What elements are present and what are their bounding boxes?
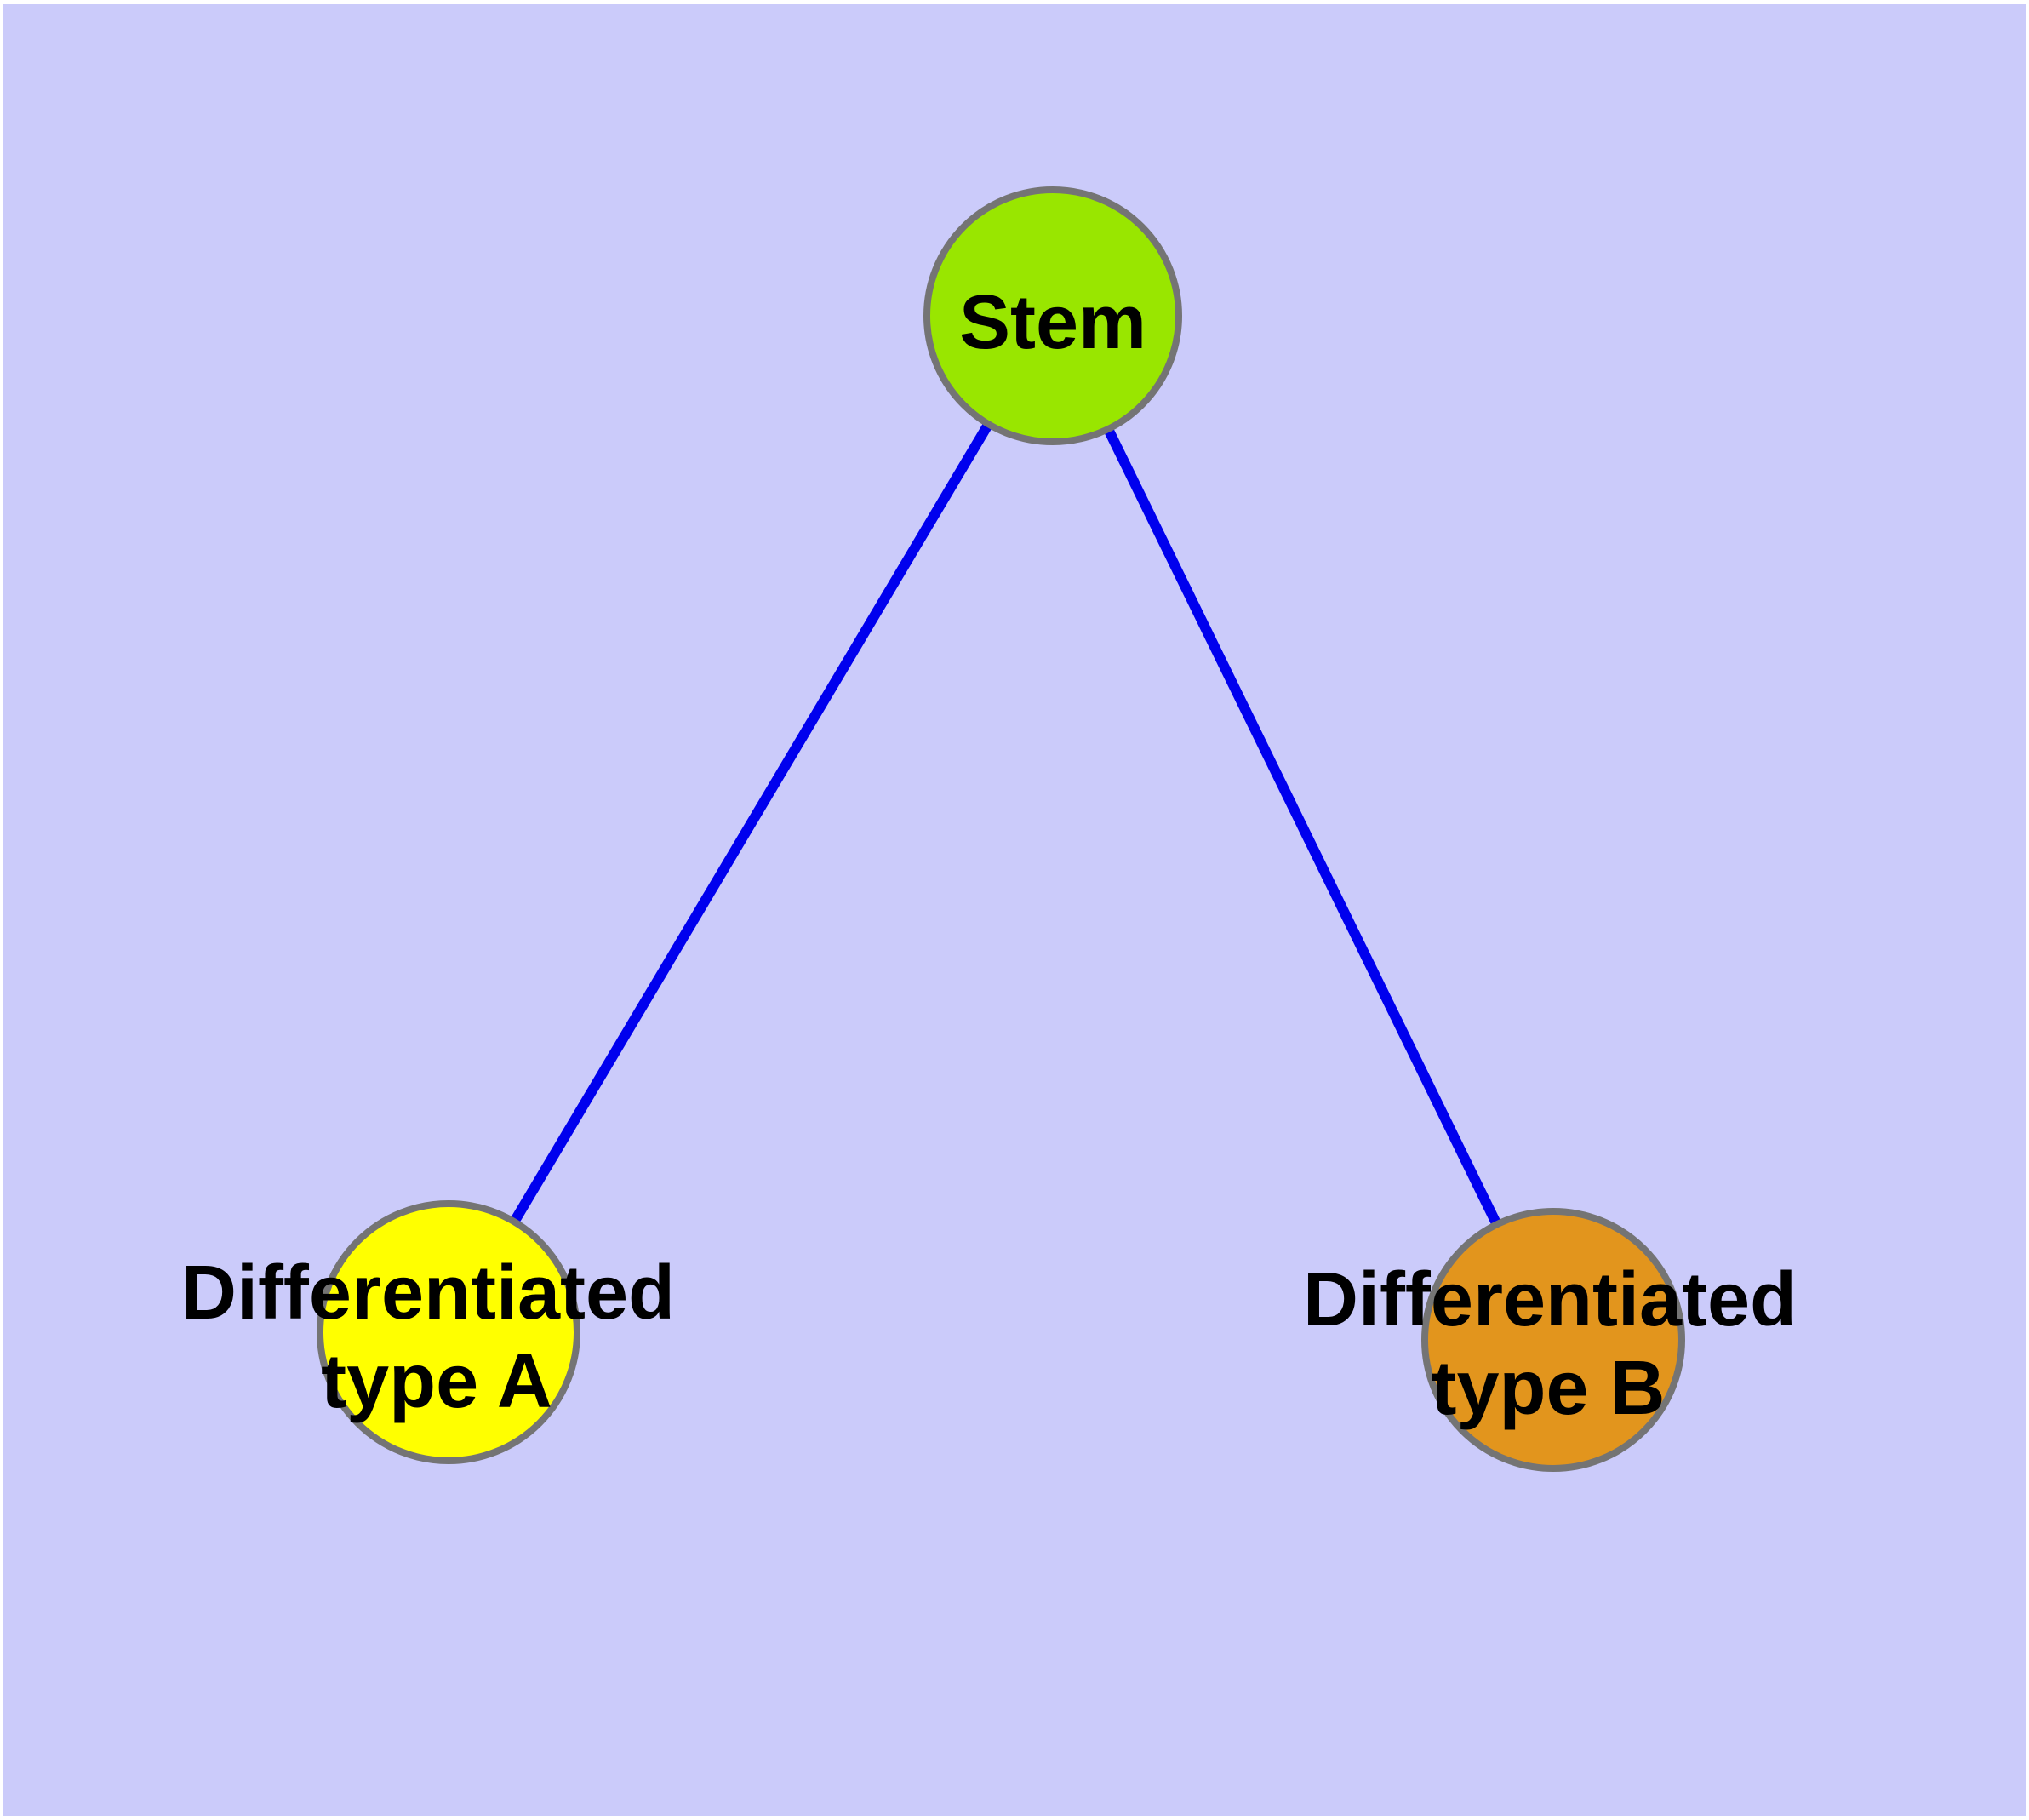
node-stem (923, 186, 1182, 445)
edge-stem-to-type-b (1048, 313, 1558, 1342)
edge-stem-to-type-a (443, 312, 1058, 1336)
node-type-b-label-line2: type B (1431, 1346, 1665, 1431)
node-stem-label: Stem (959, 280, 1146, 365)
node-type-a-label-line2: type A (321, 1339, 552, 1424)
node-type-b-label-line1: Differentiated (1303, 1257, 1797, 1342)
node-differentiated-type-b (1421, 1208, 1685, 1472)
node-type-a-label-line1: Differentiated (181, 1251, 675, 1336)
node-differentiated-type-a (317, 1200, 580, 1464)
